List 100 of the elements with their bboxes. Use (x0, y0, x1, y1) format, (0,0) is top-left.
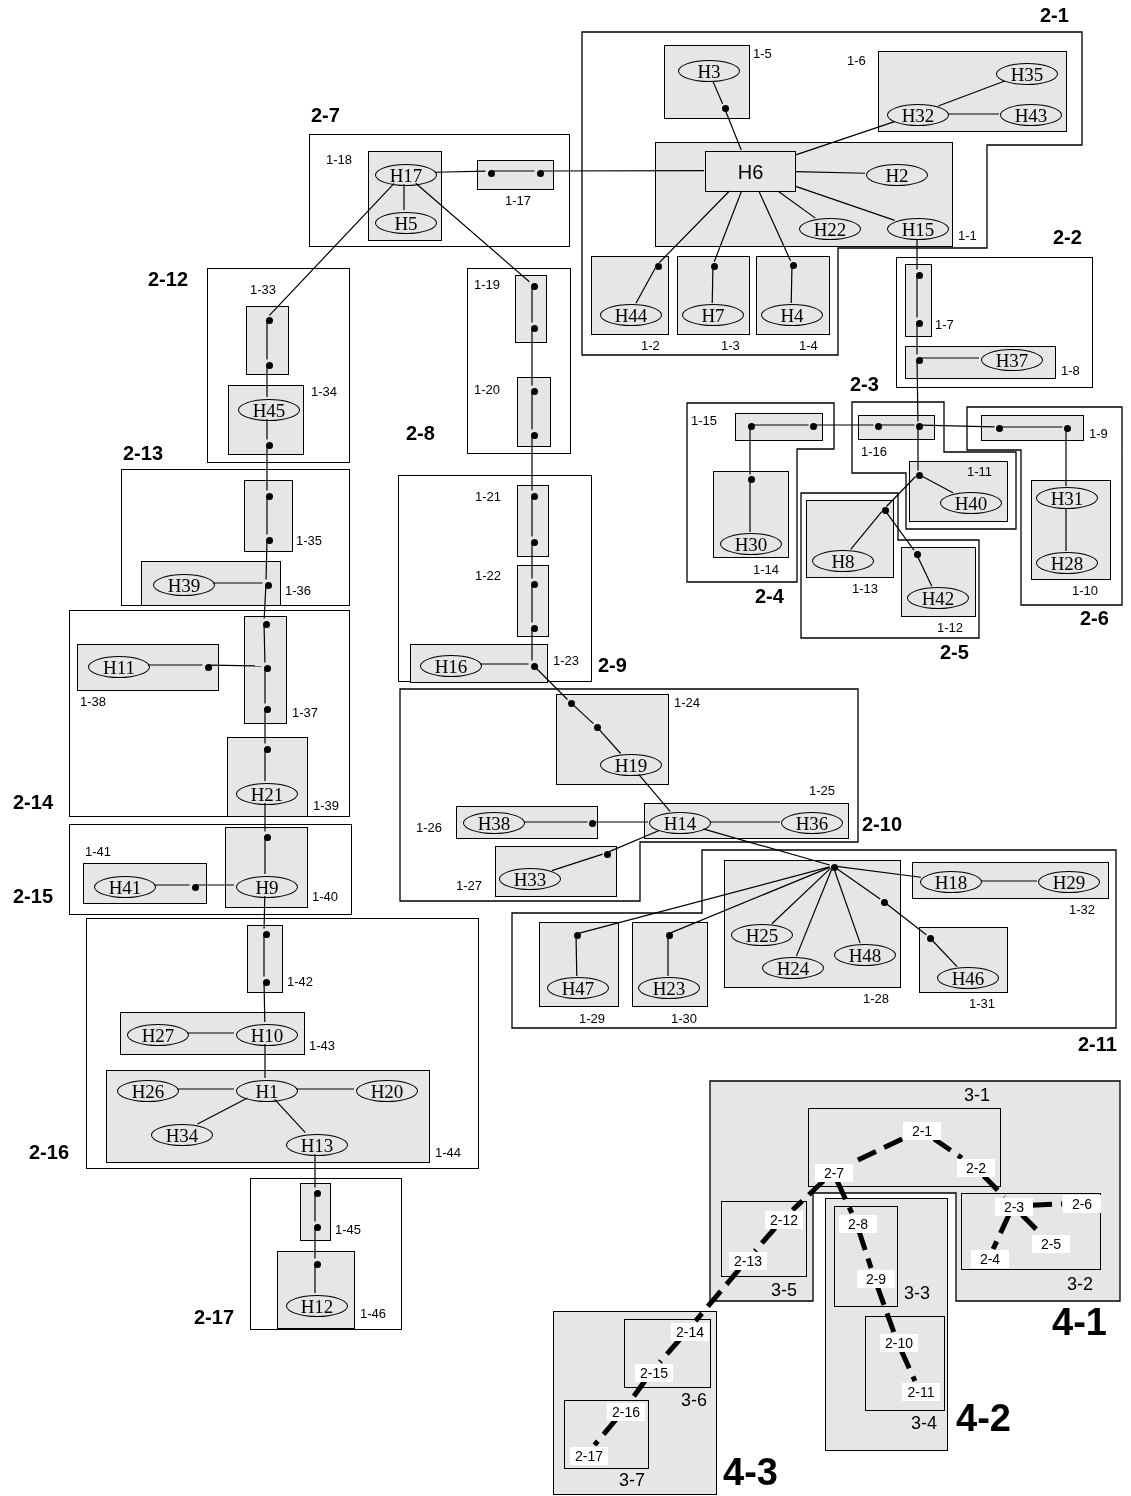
connector-line (794, 171, 866, 174)
region-label: 2-11 (1078, 1034, 1117, 1054)
connector-line (314, 1193, 316, 1223)
node-text: H39 (167, 575, 201, 595)
node-text: H1 (255, 1081, 279, 1101)
node-text: H35 (1010, 64, 1044, 84)
connector-line (856, 1230, 874, 1269)
cluster-label: 2-8 (839, 1215, 877, 1233)
node-text: H19 (614, 755, 648, 775)
connector-line (713, 190, 743, 263)
node-text: H43 (1014, 105, 1048, 125)
connector-line (777, 190, 816, 219)
connector-line (266, 365, 268, 398)
node-text: H47 (561, 978, 595, 998)
connector-line (531, 496, 533, 538)
connector-line (531, 328, 533, 387)
box-label: 1-25 (809, 784, 836, 797)
connector-line (551, 853, 604, 872)
connector-line (186, 1032, 235, 1034)
connector-line (153, 884, 191, 886)
cluster-label: 2-12 (765, 1211, 803, 1229)
region-label: 2-10 (862, 814, 903, 834)
cluster-label: 2-14 (671, 1323, 709, 1341)
node-text: H5 (394, 213, 418, 233)
box-label: 1-1 (958, 229, 977, 242)
connector-line (264, 749, 266, 782)
node-text: H11 (103, 657, 135, 677)
region-label: 3-3 (904, 1284, 930, 1302)
node-text: H17 (389, 165, 423, 185)
box-label: 1-40 (312, 890, 339, 903)
box-label: 1-29 (579, 1012, 606, 1025)
box-label: 1-14 (753, 563, 780, 576)
connector-line (314, 1227, 316, 1260)
cluster-label: 2-11 (902, 1383, 940, 1401)
connector-line (266, 418, 268, 441)
connector-line (693, 1267, 742, 1323)
node-text: H40 (954, 493, 988, 513)
box-label: 1-20 (474, 383, 501, 396)
connector-line (208, 664, 263, 667)
connector-line (1031, 1201, 1063, 1208)
connector-line (147, 664, 204, 666)
box-label: 1-41 (85, 845, 112, 858)
node-text: H22 (813, 219, 847, 239)
connector-line (264, 837, 266, 875)
node-text: H28 (1050, 553, 1084, 573)
box-label: 1-22 (475, 569, 502, 582)
connector-line (919, 357, 980, 359)
region-label: 2-17 (194, 1307, 235, 1327)
connector-line (771, 867, 832, 925)
connector-line (916, 275, 918, 319)
connector-line (403, 183, 405, 211)
connector-line (212, 582, 264, 584)
connector-line (794, 185, 896, 221)
connector-line (917, 427, 919, 472)
node-text: H42 (921, 588, 955, 608)
connector-line (434, 170, 487, 173)
connector-line (980, 880, 1038, 882)
node-text: H25 (745, 925, 779, 945)
cluster-label: 2-15 (635, 1364, 673, 1382)
box-label: 1-4 (799, 339, 818, 352)
node-text: H9 (255, 877, 279, 897)
connector-line (531, 542, 533, 580)
box-label: 1-9 (1089, 427, 1108, 440)
box-label: 1-27 (456, 879, 483, 892)
node-text: H33 (513, 869, 547, 889)
region-label: 2-12 (148, 269, 189, 289)
node-text: H7 (701, 305, 725, 325)
connector-line (885, 475, 917, 508)
box-label: 1-10 (1072, 584, 1099, 597)
connector-line (263, 982, 266, 1023)
group-box (909, 461, 1008, 522)
connector-line (990, 1213, 1012, 1251)
node-text: H34 (165, 1125, 199, 1145)
node-text: H21 (250, 784, 284, 804)
connector-line (879, 424, 916, 426)
connector-line (835, 867, 881, 900)
box-label: 1-28 (863, 992, 890, 1005)
connector-line (635, 267, 656, 304)
connector-line (531, 391, 533, 431)
connector-line (608, 829, 660, 853)
box-label: 1-36 (285, 584, 312, 597)
box-label: 1-46 (360, 1307, 387, 1320)
region-label: 2-16 (29, 1142, 70, 1162)
connector-line (885, 511, 915, 551)
node-text: H14 (663, 813, 697, 833)
cluster-label: 2-2 (957, 1159, 995, 1177)
connector-line (724, 109, 742, 151)
node-text: H26 (131, 1081, 165, 1101)
connector-line (531, 286, 533, 324)
box-label: 1-11 (967, 465, 993, 478)
region-label: 2-13 (123, 443, 164, 463)
connector-line (263, 585, 267, 620)
connector-line (415, 182, 530, 283)
box-label: 1-31 (969, 997, 996, 1010)
region-label: 2-5 (940, 642, 969, 662)
connector-line (523, 821, 589, 823)
connector-line (1065, 507, 1067, 552)
node-text: H16 (434, 656, 468, 676)
node-text: H48 (848, 945, 882, 965)
region-label: 2-15 (13, 886, 54, 906)
